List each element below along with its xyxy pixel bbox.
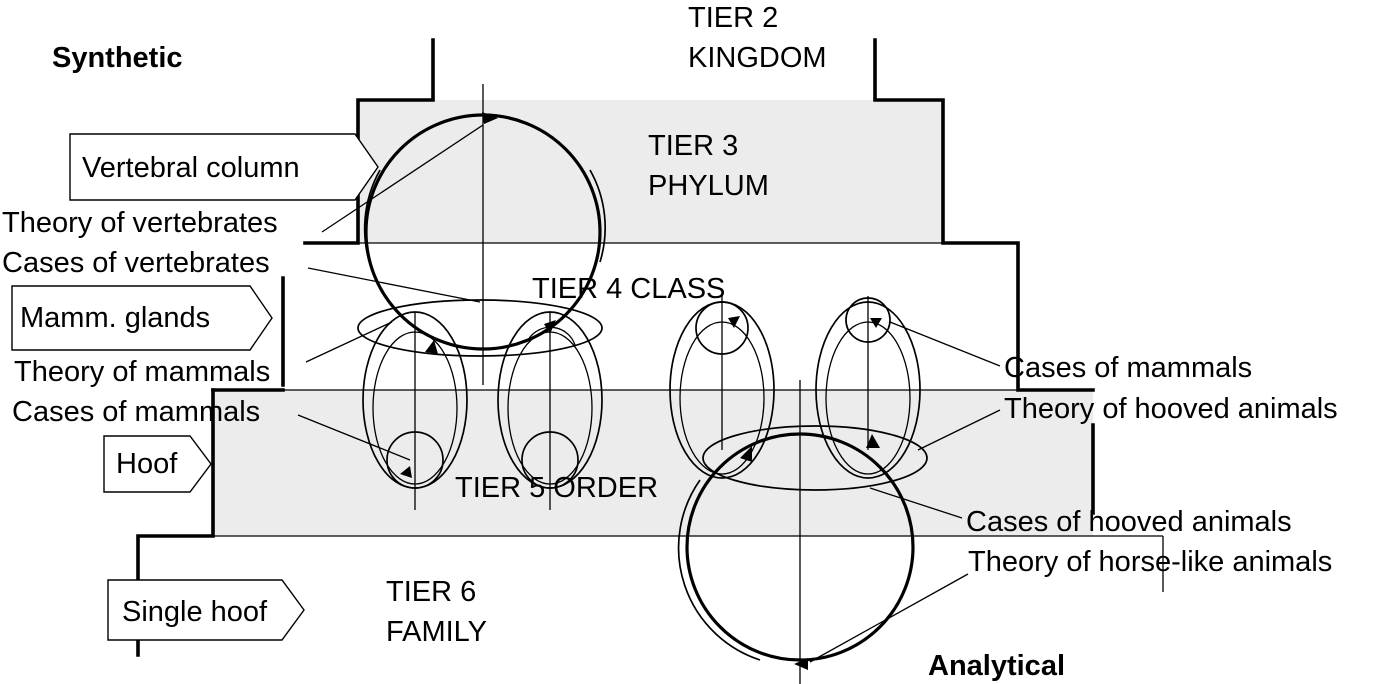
feature-tag-hoof: Hoof [103, 435, 212, 493]
annotation-theory-hooved: Theory of hooved animals [1004, 393, 1338, 425]
vertebrate-arrowhead-bottom [425, 340, 438, 354]
annotation-cases-vertebrates: Cases of vertebrates [2, 247, 270, 279]
tier5-label: TIER 5 ORDER [455, 472, 658, 504]
tier3-label-line2: PHYLUM [648, 170, 769, 202]
annotation-cases-hooved: Cases of hooved animals [966, 506, 1292, 538]
mammal-arc-b-top [527, 326, 576, 346]
feature-tag-vertebral-column-label: Vertebral column [82, 152, 300, 184]
feature-tag-vertebral-column: Vertebral column [69, 133, 379, 201]
tier2-label-line1: TIER 2 [688, 2, 778, 34]
annotation-theory-horse-like: Theory of horse-like animals [968, 546, 1332, 578]
tier3-label-line1: TIER 3 [648, 130, 738, 162]
mammal-arrowhead-a [400, 466, 412, 478]
tier2-label-line2: KINGDOM [688, 42, 827, 74]
vertebrate-outer-arc [589, 169, 607, 263]
hooved-cycle [677, 380, 928, 684]
tier5-band [213, 390, 1093, 536]
synthetic-label: Synthetic [52, 42, 183, 74]
hooved-theory-ellipse [702, 425, 928, 491]
tier-staircase [136, 38, 1164, 657]
annotation-cases-mammals-left: Cases of mammals [12, 396, 260, 428]
mammal-arrowhead-c [728, 316, 740, 328]
hooved-arrowhead-left [740, 446, 752, 462]
tier4-label: TIER 4 CLASS [532, 273, 725, 305]
leader-theory-mammals-left [305, 321, 393, 363]
mammal-arrowhead-d [870, 318, 882, 328]
vertebrate-arrowhead-top [482, 112, 498, 124]
leader-theory-horse-like [809, 573, 969, 663]
leader-theory-vertebrates [321, 124, 484, 233]
vertebrate-cases-ellipse [357, 299, 603, 357]
hooved-arrowhead-right [866, 434, 880, 448]
mammal-cycles-left [362, 311, 603, 510]
leader-theory-hooved [917, 409, 1001, 451]
analytical-label: Analytical [928, 650, 1065, 682]
annotation-cases-mammals-right: Cases of mammals [1004, 352, 1252, 384]
leader-lines [297, 124, 1001, 663]
feature-tag-single-hoof: Single hoof [107, 579, 305, 641]
feature-tag-mammary-glands-label: Mamm. glands [20, 302, 210, 334]
leader-cases-mammals-left [297, 414, 411, 461]
horse-like-arrowhead-bottom [794, 658, 808, 670]
mammal-cycles-right [669, 296, 921, 479]
feature-tag-single-hoof-label: Single hoof [122, 596, 268, 628]
leader-cases-hooved [869, 487, 963, 519]
staircase-left-upper [303, 38, 435, 245]
tier3-band [358, 100, 943, 243]
vertebrate-cycle [357, 84, 607, 385]
annotation-theory-mammals: Theory of mammals [14, 356, 270, 388]
tier6-label-line2: FAMILY [386, 616, 487, 648]
vertebrate-inner-arc [363, 169, 381, 271]
tier6-label-line1: TIER 6 [386, 576, 476, 608]
feature-tag-mammary-glands: Mamm. glands [11, 285, 273, 351]
leader-cases-vertebrates [307, 267, 481, 303]
annotation-theory-vertebrates: Theory of vertebrates [2, 207, 278, 239]
feature-tag-hoof-label: Hoof [116, 448, 178, 480]
hooved-inner-arc [677, 479, 761, 661]
leader-cases-mammals-right [889, 321, 1001, 367]
